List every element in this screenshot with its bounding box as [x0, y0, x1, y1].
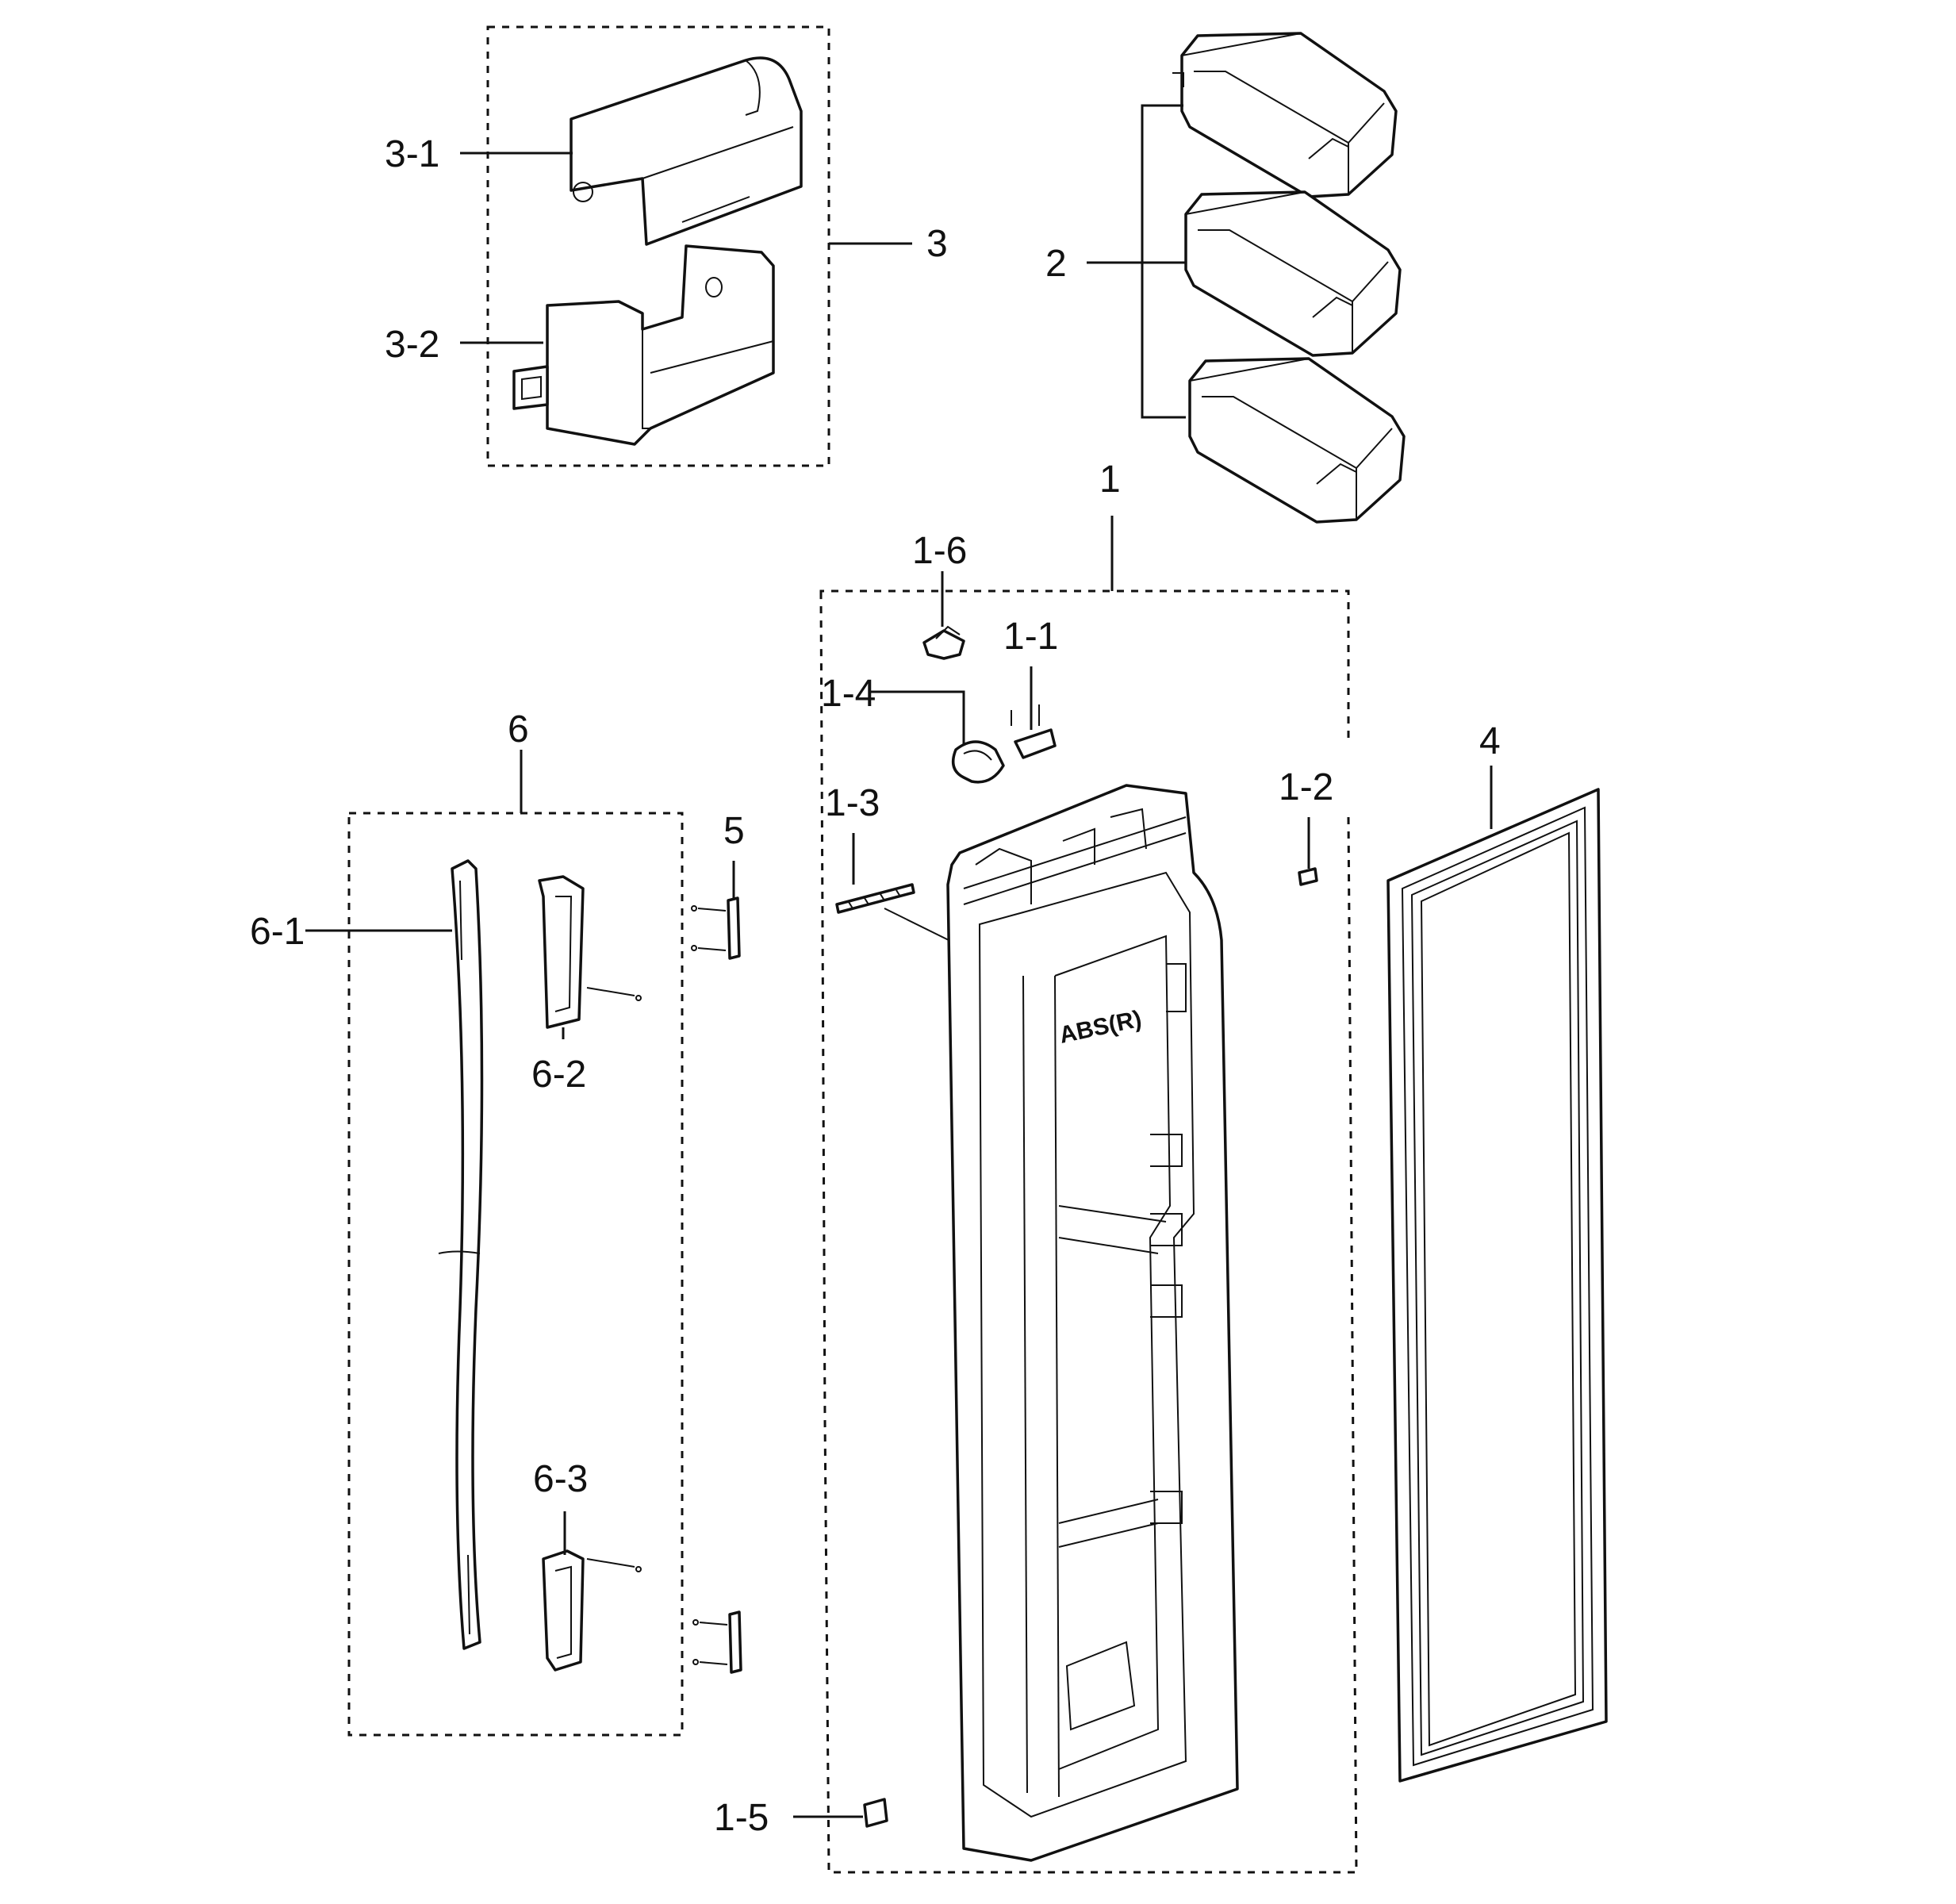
group-3-case-assembly: 3-1 3-2 3	[385, 25, 948, 467]
label-1-1: 1-1	[1003, 616, 1058, 658]
label-1-3: 1-3	[825, 782, 880, 824]
label-6: 6	[508, 708, 529, 750]
part-1-3-strip	[835, 883, 915, 914]
part-5-mount-lower	[692, 1610, 742, 1674]
part-1-5-cap	[863, 1798, 888, 1828]
label-1-6: 1-6	[912, 530, 967, 572]
group-6-dashed-box	[347, 812, 684, 1737]
group-6-handle-assembly: 6 6-1 6-2 6-3	[250, 708, 684, 1737]
part-2-guard-bottom	[1188, 357, 1406, 524]
label-3-1: 3-1	[385, 133, 439, 175]
label-1-2: 1-2	[1279, 766, 1333, 808]
label-1: 1	[1099, 459, 1121, 501]
label-3: 3	[926, 223, 948, 265]
part-5-handle-mounts: 5	[691, 810, 745, 1674]
label-1-4: 1-4	[821, 673, 876, 715]
leader-1-4	[869, 690, 965, 746]
label-6-2: 6-2	[531, 1054, 586, 1096]
part-4-door-gasket: 4	[1386, 720, 1608, 1783]
part-1-2-cap	[1298, 867, 1318, 886]
group-1-dashed-box	[819, 589, 1358, 1874]
group-1-door-assembly: 1 ABS(R)	[714, 459, 1358, 1874]
part-3-1-case-cover	[570, 56, 803, 246]
group-3-dashed-box	[486, 25, 830, 467]
group-2-door-guards: 2	[1045, 32, 1406, 524]
leader-1-3-install	[884, 908, 949, 941]
part-1-4-cam	[951, 740, 1005, 784]
part-1-1-hinge-cap	[1011, 704, 1057, 759]
part-6-3-handle-cap-lower	[542, 1549, 642, 1672]
part-5-mount-upper	[691, 896, 741, 960]
part-6-2-handle-cap-upper	[538, 875, 642, 1029]
label-2: 2	[1045, 243, 1067, 285]
part-1-door-body: ABS(R)	[946, 784, 1239, 1862]
label-6-1: 6-1	[250, 911, 305, 953]
label-4: 4	[1479, 720, 1501, 762]
part-6-1-handle-bar	[438, 859, 484, 1650]
label-6-3: 6-3	[533, 1458, 588, 1500]
part-1-6-clip	[922, 625, 965, 660]
label-3-2: 3-2	[385, 324, 439, 366]
part-3-2-case	[512, 244, 775, 446]
label-1-5: 1-5	[714, 1797, 769, 1839]
label-5: 5	[723, 810, 745, 852]
part-2-guard-top	[1172, 32, 1398, 198]
part-2-guard-middle	[1184, 190, 1402, 357]
